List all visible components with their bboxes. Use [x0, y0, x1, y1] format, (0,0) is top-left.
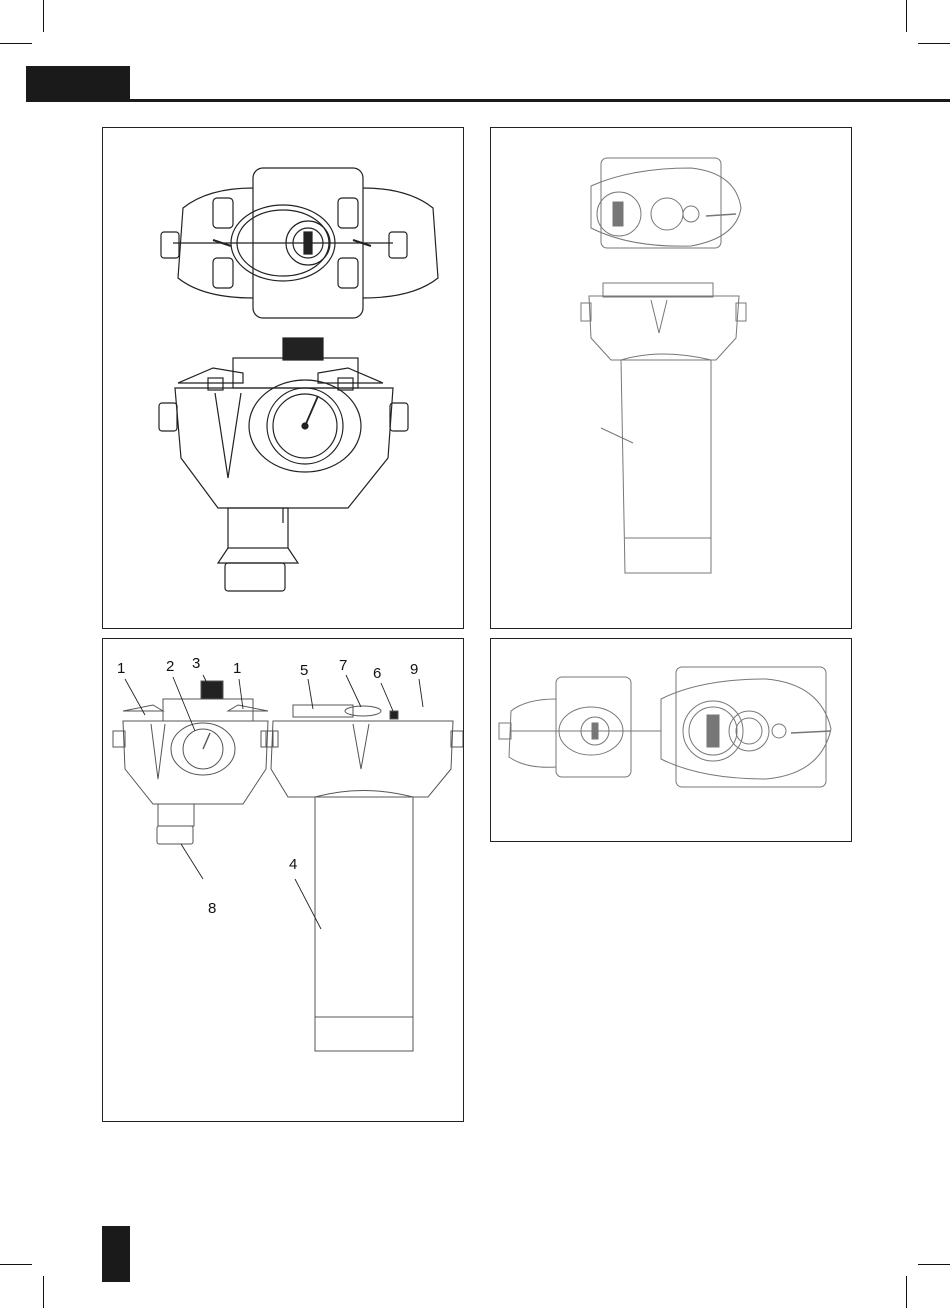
- callout-label: 6: [373, 666, 381, 681]
- top-view-head: [591, 158, 741, 248]
- crop-mark: [906, 0, 907, 32]
- softener-top-side-drawing: [491, 128, 851, 628]
- header-tab: [26, 66, 130, 102]
- callout-label: 4: [289, 857, 297, 872]
- filter-unit: [113, 681, 278, 844]
- filter-top-view: [499, 677, 661, 777]
- callout-label: 1: [233, 661, 241, 676]
- leader-lines: [125, 675, 423, 929]
- crop-mark: [918, 1264, 950, 1265]
- combined-top-view-drawing: [491, 639, 851, 841]
- crop-mark: [0, 1264, 32, 1265]
- labelled-assembly-drawing: [103, 639, 463, 1121]
- figure-panel-c: 1 2 3 1 5 7 6 9 8 4: [102, 638, 464, 1122]
- crop-mark: [43, 0, 44, 32]
- callout-label: 5: [300, 663, 308, 678]
- callout-label: 1: [117, 661, 125, 676]
- figure-panel-d: [490, 638, 852, 842]
- callout-label: 2: [166, 659, 174, 674]
- top-view-body: [161, 168, 438, 318]
- callout-label: 7: [339, 658, 347, 673]
- header-rule: [26, 99, 950, 102]
- callout-label: 8: [208, 901, 216, 916]
- crop-mark: [918, 43, 950, 44]
- crop-mark: [0, 43, 32, 44]
- figure-panel-b: [490, 127, 852, 629]
- side-view-tank: [581, 283, 746, 573]
- softener-unit: [261, 705, 463, 1051]
- callout-label: 3: [192, 656, 200, 671]
- crop-mark: [43, 1276, 44, 1308]
- figure-panel-a: [102, 127, 464, 629]
- crop-mark: [906, 1276, 907, 1308]
- callout-label: 9: [410, 662, 418, 677]
- softener-top-view: [661, 667, 831, 787]
- filter-top-front-drawing: [103, 128, 463, 628]
- front-view-body: [159, 338, 408, 591]
- footer-page-tab: [102, 1226, 130, 1282]
